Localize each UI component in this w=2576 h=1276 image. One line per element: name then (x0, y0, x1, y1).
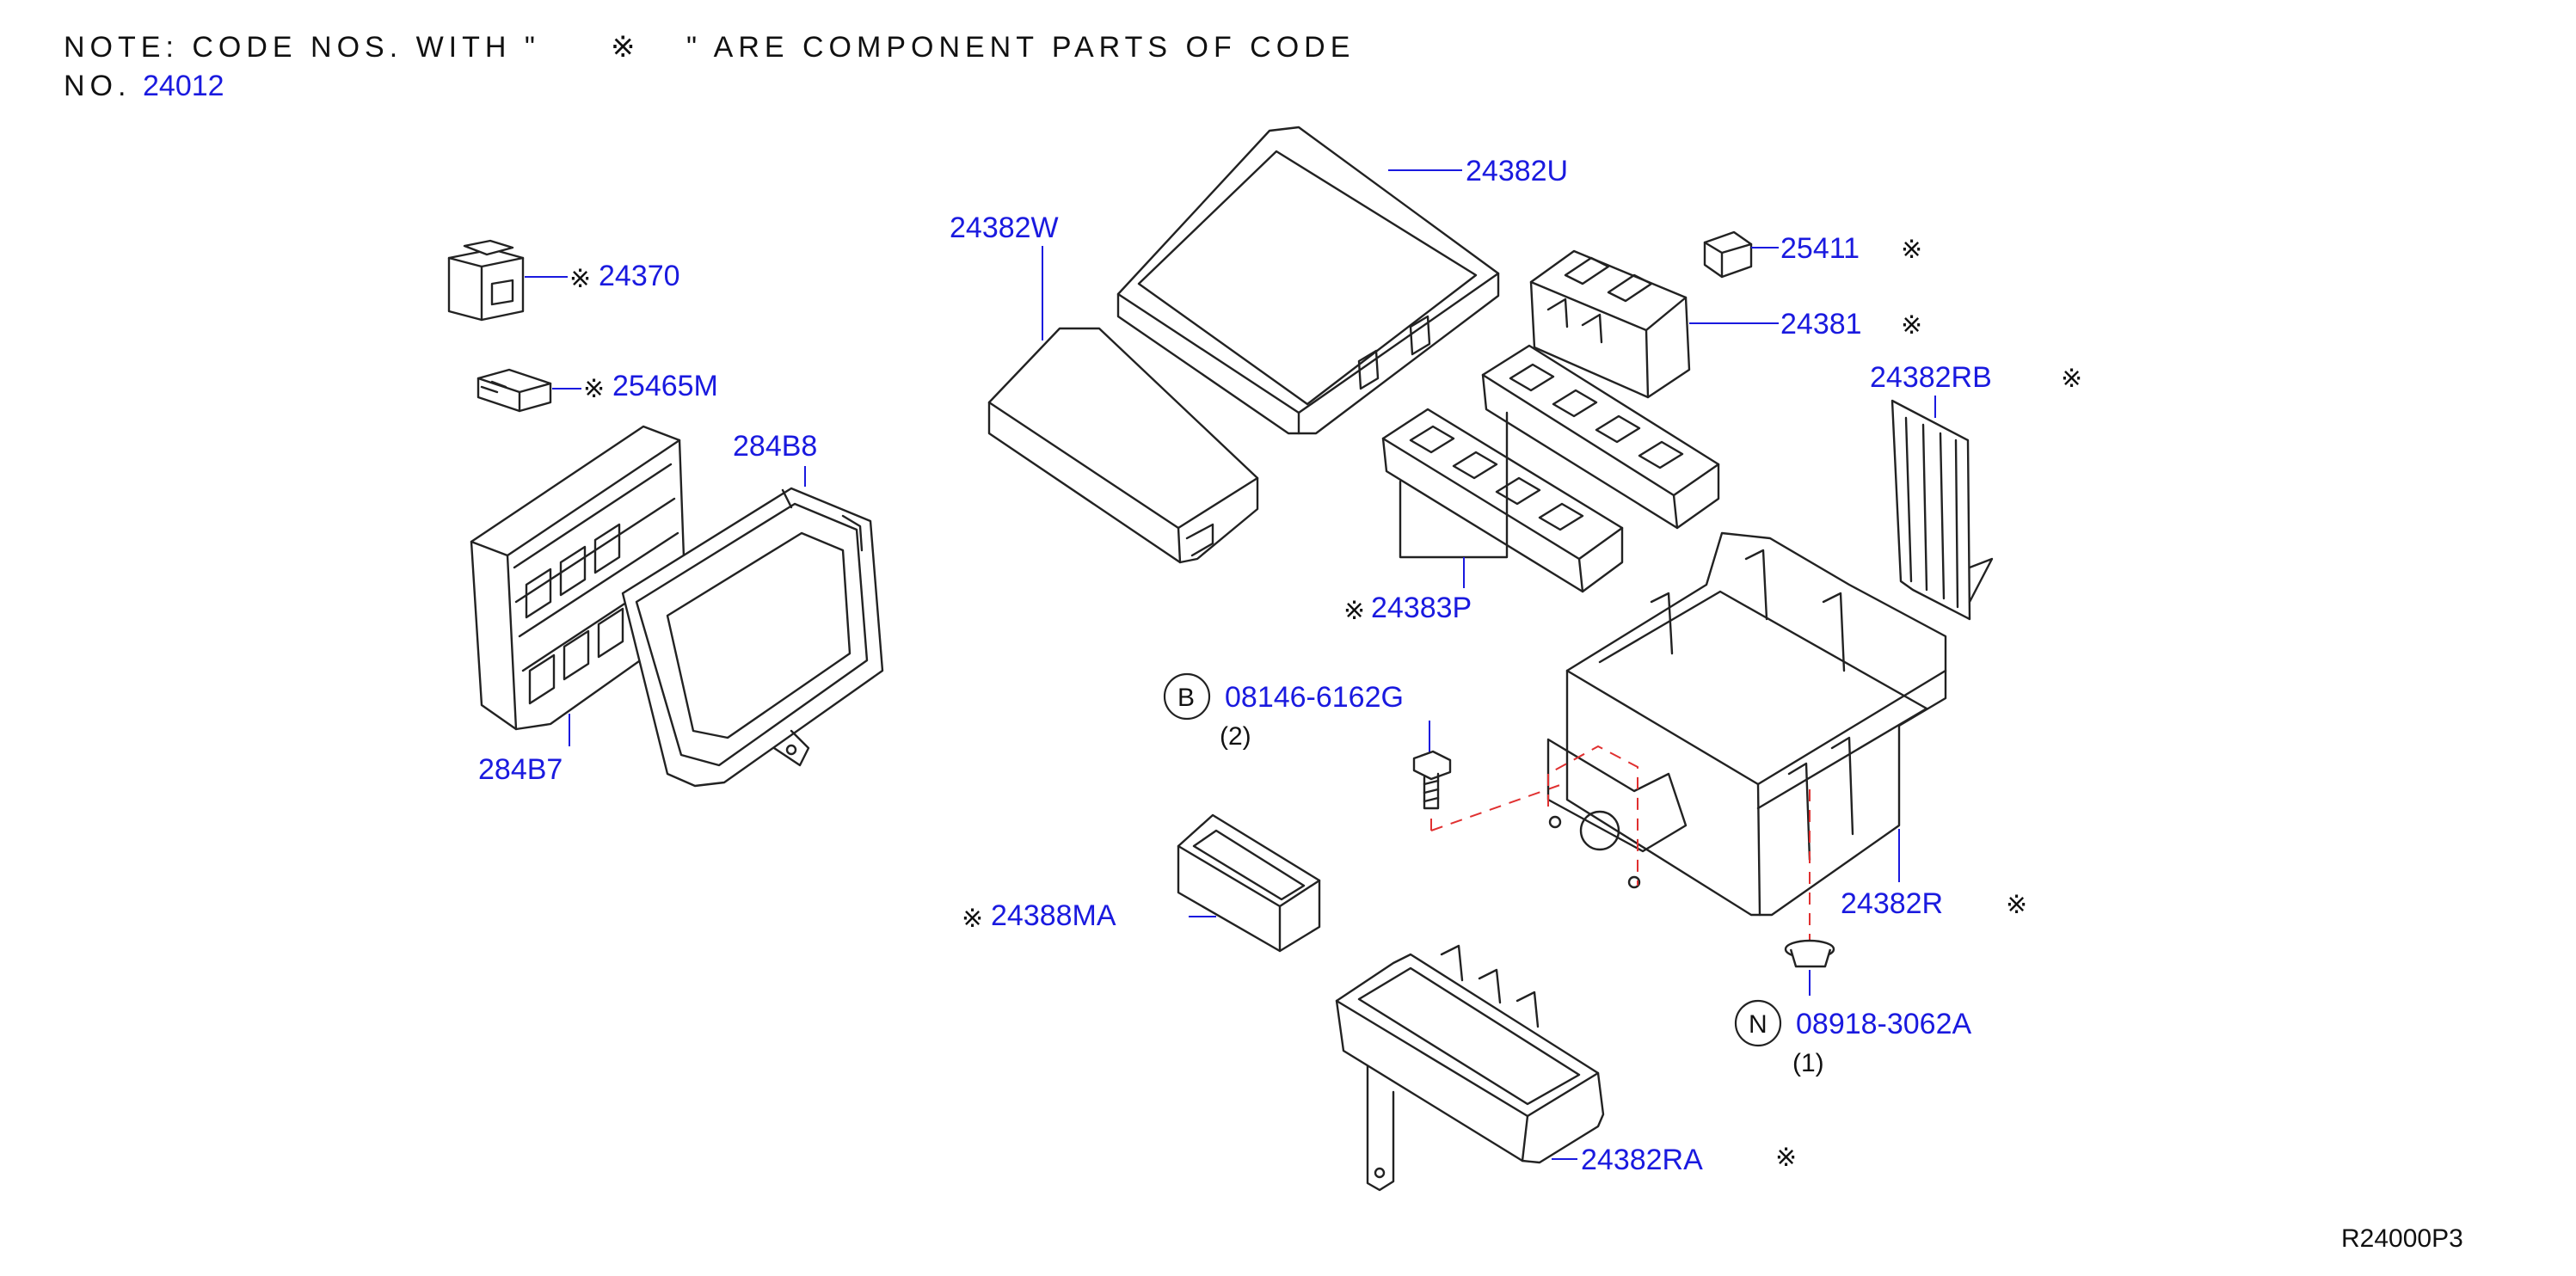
part-24370-drawing (447, 239, 525, 322)
part-284B7-drawing (470, 425, 688, 731)
note-code-link-24012[interactable]: 24012 (143, 70, 224, 102)
part-24382RA-drawing (1335, 944, 1605, 1192)
part-25411-drawing (1703, 230, 1753, 279)
badge-B-letter: B (1177, 684, 1195, 712)
assembly-line-housing (1547, 745, 1638, 886)
bolt-drawing (1412, 750, 1452, 810)
note-line2-prefix: NO. (64, 70, 131, 102)
qty-08918-3062A: (1) (1792, 1049, 1824, 1077)
part-24381-drawing (1529, 249, 1691, 399)
code-24382U[interactable]: 24382U (1466, 155, 1568, 187)
code-25411[interactable]: 25411 (1780, 232, 1860, 265)
mark-24388MA: ※ (962, 905, 983, 933)
part-24382U-drawing (1116, 126, 1500, 435)
part-284B8-drawing (621, 487, 884, 788)
part-24383P-drawing (1381, 344, 1720, 593)
code-24383P[interactable]: 24383P (1371, 592, 1472, 624)
note-component-mark: ※ (611, 31, 641, 64)
badge-N-letter: N (1749, 1010, 1768, 1039)
code-08146-6162G[interactable]: 08146-6162G (1225, 681, 1404, 714)
code-284B8[interactable]: 284B8 (733, 430, 817, 463)
code-08918-3062A[interactable]: 08918-3062A (1796, 1008, 1972, 1040)
note-line1-end: " ARE COMPONENT PARTS OF CODE (686, 31, 1355, 64)
mark-24382R: ※ (2006, 891, 2027, 919)
code-24381[interactable]: 24381 (1780, 308, 1862, 340)
mark-24370: ※ (569, 265, 591, 293)
code-284B7[interactable]: 284B7 (478, 753, 563, 786)
mark-24381: ※ (1901, 311, 1922, 340)
code-25465M[interactable]: 25465M (612, 370, 718, 402)
part-24382W-drawing (987, 327, 1259, 564)
part-25465M-drawing (476, 368, 552, 413)
note-line1-start: NOTE: CODE NOS. WITH " (64, 31, 540, 64)
part-24382R-drawing (1546, 531, 1947, 917)
code-24382RA[interactable]: 24382RA (1581, 1144, 1703, 1176)
badge-B: B (1163, 672, 1211, 721)
code-24382RB[interactable]: 24382RB (1870, 361, 1992, 394)
mark-24382RA: ※ (1775, 1144, 1797, 1172)
diagram-id: R24000P3 (2341, 1224, 2463, 1253)
badge-N: N (1734, 999, 1782, 1047)
code-24382R[interactable]: 24382R (1841, 887, 1943, 920)
grommet-drawing (1784, 939, 1835, 968)
mark-24383P: ※ (1343, 597, 1365, 625)
code-24388MA[interactable]: 24388MA (991, 899, 1116, 932)
header-note: NOTE: CODE NOS. WITH " ※ " ARE COMPONENT… (64, 31, 1355, 102)
mark-25465M: ※ (583, 375, 605, 403)
qty-08146-6162G: (2) (1220, 722, 1251, 751)
part-24382RB-drawing (1891, 399, 1994, 621)
mark-24382RB: ※ (2061, 365, 2082, 393)
code-24370[interactable]: 24370 (599, 260, 680, 292)
part-24388MA-drawing (1177, 813, 1321, 953)
code-24382W[interactable]: 24382W (950, 212, 1059, 244)
mark-25411: ※ (1901, 236, 1922, 264)
